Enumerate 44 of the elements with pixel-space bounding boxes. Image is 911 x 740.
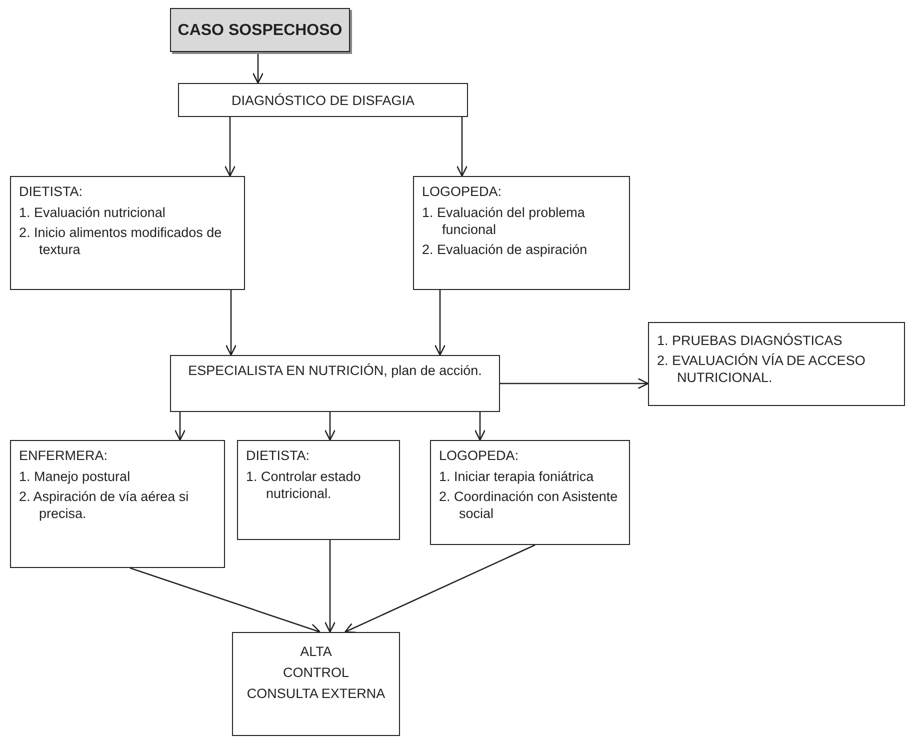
process-box bbox=[10, 176, 245, 290]
process-box bbox=[170, 355, 500, 412]
list-item: 2. Evaluación de aspiración bbox=[422, 241, 588, 258]
arrow bbox=[474, 412, 486, 441]
arrow bbox=[252, 52, 264, 84]
arrow bbox=[324, 540, 336, 633]
process-box bbox=[413, 176, 630, 290]
arrow bbox=[456, 117, 468, 177]
role-heading: LOGOPEDA: bbox=[439, 447, 520, 464]
process-box bbox=[648, 322, 905, 406]
list-item: 2. Coordinación con Asistente social bbox=[439, 488, 619, 522]
node-text: DIAGNÓSTICO DE DISFAGIA bbox=[230, 92, 416, 109]
process-box bbox=[10, 440, 225, 568]
arrow bbox=[174, 412, 186, 441]
list-item: 1. PRUEBAS DIAGNÓSTICAS bbox=[657, 332, 844, 349]
process-box bbox=[232, 632, 400, 736]
node-text: CONSULTA EXTERNA bbox=[246, 685, 386, 702]
arrow bbox=[500, 378, 649, 390]
role-heading: LOGOPEDA: bbox=[422, 183, 503, 200]
list-item: 1. Iniciar terapia foniátrica bbox=[439, 468, 595, 485]
list-item: 2. EVALUACIÓN VÍA DE ACCESO NUTRICIONAL. bbox=[657, 352, 866, 386]
arrow bbox=[130, 567, 321, 634]
process-box bbox=[170, 8, 350, 52]
list-item: 1. Evaluación del problema funcional bbox=[422, 204, 586, 238]
title-text: CASO SOSPECHOSO bbox=[178, 22, 342, 38]
node-text: ESPECIALISTA EN NUTRICIÓN, plan de acción. bbox=[187, 362, 483, 379]
list-item: 1. Manejo postural bbox=[19, 468, 132, 485]
role-heading: DIETISTA: bbox=[246, 447, 311, 464]
role-heading: ENFERMERA: bbox=[19, 447, 109, 464]
list-item: 2. Aspiración de vía aérea si precisa. bbox=[19, 488, 190, 522]
arrow bbox=[344, 544, 536, 634]
arrow bbox=[324, 412, 336, 441]
arrow bbox=[434, 290, 446, 356]
process-box bbox=[237, 440, 400, 540]
list-item: 1. Evaluación nutricional bbox=[19, 204, 166, 221]
list-item: 1. Controlar estado nutricional. bbox=[246, 468, 362, 502]
process-box bbox=[430, 440, 630, 545]
arrow bbox=[224, 117, 236, 177]
node-text: CONTROL bbox=[282, 664, 350, 681]
list-item: 2. Inicio alimentos modificados de textura bbox=[19, 224, 223, 258]
role-heading: DIETISTA: bbox=[19, 183, 84, 200]
node-text: ALTA bbox=[299, 643, 333, 660]
process-box bbox=[178, 83, 468, 117]
arrow bbox=[225, 290, 237, 356]
